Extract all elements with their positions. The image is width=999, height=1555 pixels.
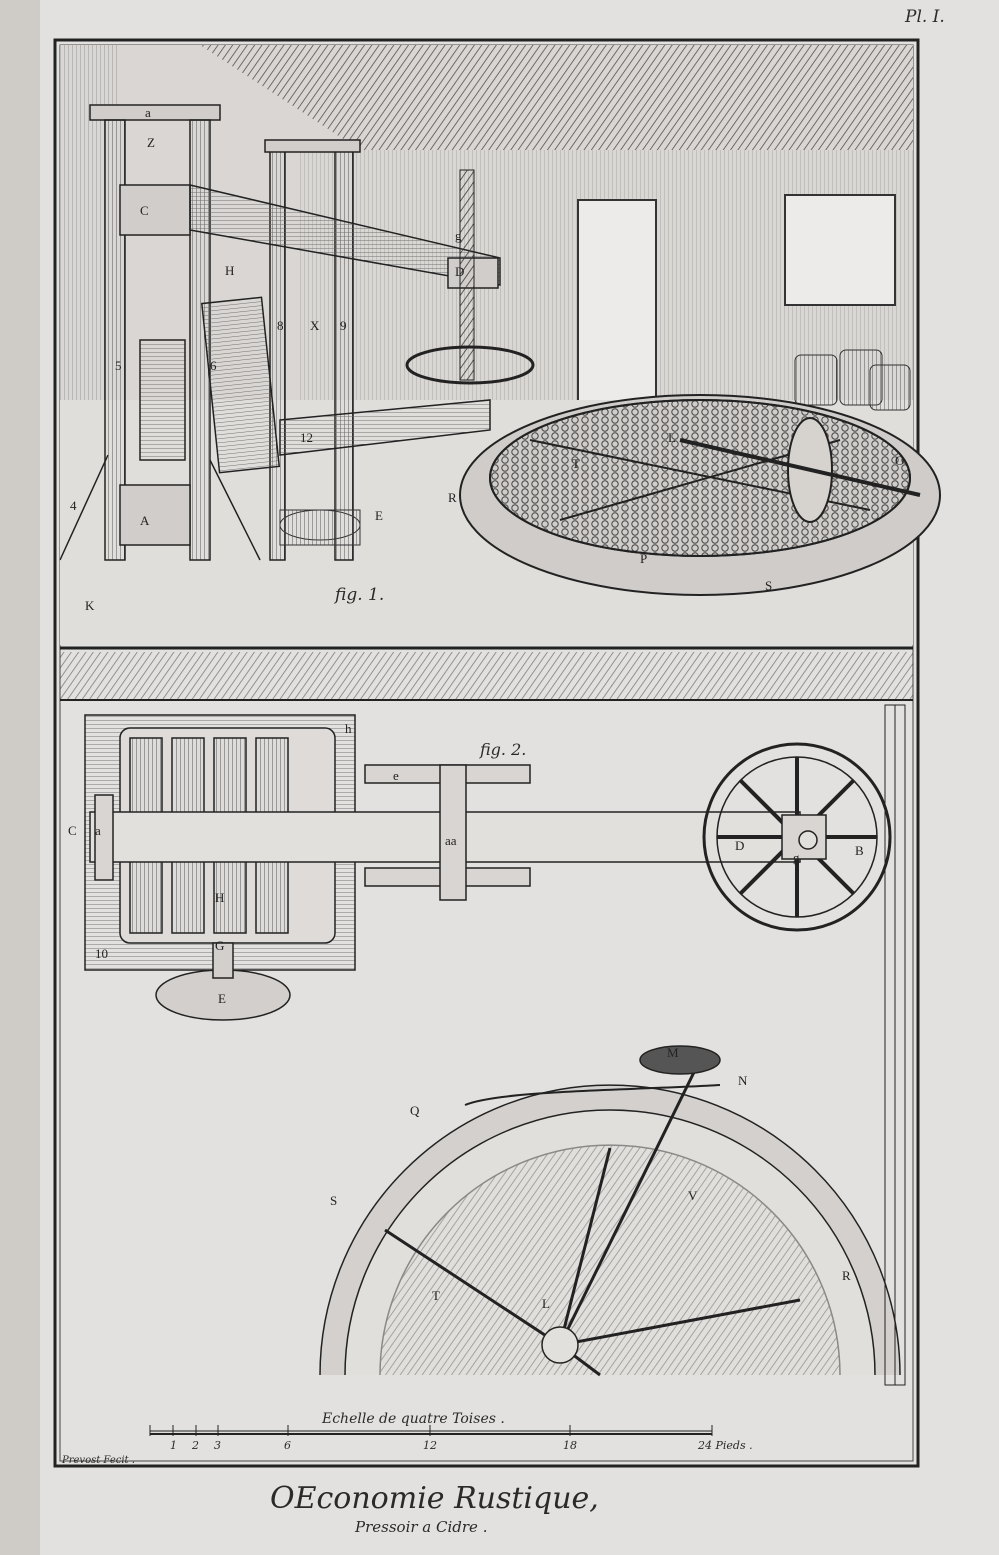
plan-label-g: G [215, 938, 224, 953]
label-e: E [375, 508, 383, 523]
scale-tick: 6 [284, 1439, 291, 1452]
press-screw [459, 169, 475, 381]
scale-tick: 2 [191, 1439, 199, 1452]
plan-label-e2: e [393, 768, 399, 783]
page-gutter [0, 0, 40, 1555]
engraver-credit: Prevost Fecit . [61, 1455, 135, 1466]
doorway [577, 199, 657, 406]
capstan-wheel-plan [702, 742, 892, 932]
plan-label-h2: h [345, 721, 352, 736]
apple-mill [459, 394, 941, 596]
label-z: Z [147, 135, 155, 150]
plan-label-10: 10 [95, 946, 108, 961]
label-p: P [640, 551, 647, 566]
plate-frame [53, 38, 920, 1468]
plan-label-v: V [688, 1188, 698, 1203]
label-c: C [140, 203, 149, 218]
plan-label-s: S [330, 1193, 337, 1208]
label-s: S [765, 578, 772, 593]
plan-label-q: Q [410, 1103, 420, 1118]
plan-label-c: C [68, 823, 77, 838]
scale-tick: 1 [170, 1439, 177, 1452]
plate-number: Pl. I. [904, 7, 945, 27]
figure-1-caption: fig. 1. [333, 585, 384, 605]
label-9: 9 [340, 318, 347, 333]
label-a: a [145, 105, 151, 120]
label-g: g [455, 228, 462, 243]
label-k: K [85, 598, 95, 613]
section-beam [60, 652, 913, 700]
label-d: D [455, 264, 464, 279]
label-8: 8 [277, 318, 284, 333]
figure-2-plan: fig. 2. C a H G E aa D B g h 10 e Q S T … [68, 714, 901, 1377]
figure-1-scene: fig. 1. a Z C H D X E A K L T P R S O 12… [59, 45, 941, 645]
scale-tick: 24 Pieds . [697, 1439, 753, 1452]
capstan-wheel [405, 345, 535, 385]
plan-label-r: R [842, 1268, 851, 1283]
plan-label-l: L [542, 1296, 550, 1311]
plan-label-aa: aa [445, 833, 457, 848]
plan-label-t: T [432, 1288, 440, 1303]
scale-title: Echelle de quatre Toises . [321, 1411, 505, 1427]
label-6: 6 [210, 358, 217, 373]
plan-label-e: E [218, 991, 226, 1006]
plan-label-b: B [855, 843, 864, 858]
roof-rafters [60, 45, 913, 150]
label-4: 4 [70, 498, 77, 513]
scale-tick: 18 [563, 1439, 577, 1452]
side-scale-bar [884, 704, 906, 1386]
plan-label-h: H [215, 890, 224, 905]
label-l: L [668, 430, 676, 445]
scale-tick: 12 [423, 1439, 437, 1452]
barrels [279, 349, 911, 546]
plate-subtitle: Pressoir a Cidre . [354, 1518, 487, 1536]
label-h: H [225, 263, 234, 278]
plan-label-m: M [667, 1045, 679, 1060]
label-x: X [310, 318, 320, 333]
plan-label-a: a [95, 823, 101, 838]
figure-2-caption: fig. 2. [479, 740, 526, 759]
plan-label-n: N [738, 1073, 748, 1088]
scale-tick: 3 [214, 1439, 221, 1452]
label-a-block: A [140, 513, 150, 528]
label-12: 12 [300, 430, 313, 445]
scale-of-toises: Echelle de quatre Toises . 1 2 3 6 12 18… [149, 1411, 753, 1452]
cider-press [59, 104, 501, 561]
label-o: O [895, 453, 904, 468]
plan-label-d: D [735, 838, 744, 853]
label-5: 5 [115, 358, 122, 373]
plan-label-g2: g [793, 850, 800, 865]
plate-title: OEconomie Rustique, [270, 1481, 599, 1516]
window [784, 194, 896, 306]
label-t: T [572, 456, 580, 471]
label-r: R [448, 490, 457, 505]
